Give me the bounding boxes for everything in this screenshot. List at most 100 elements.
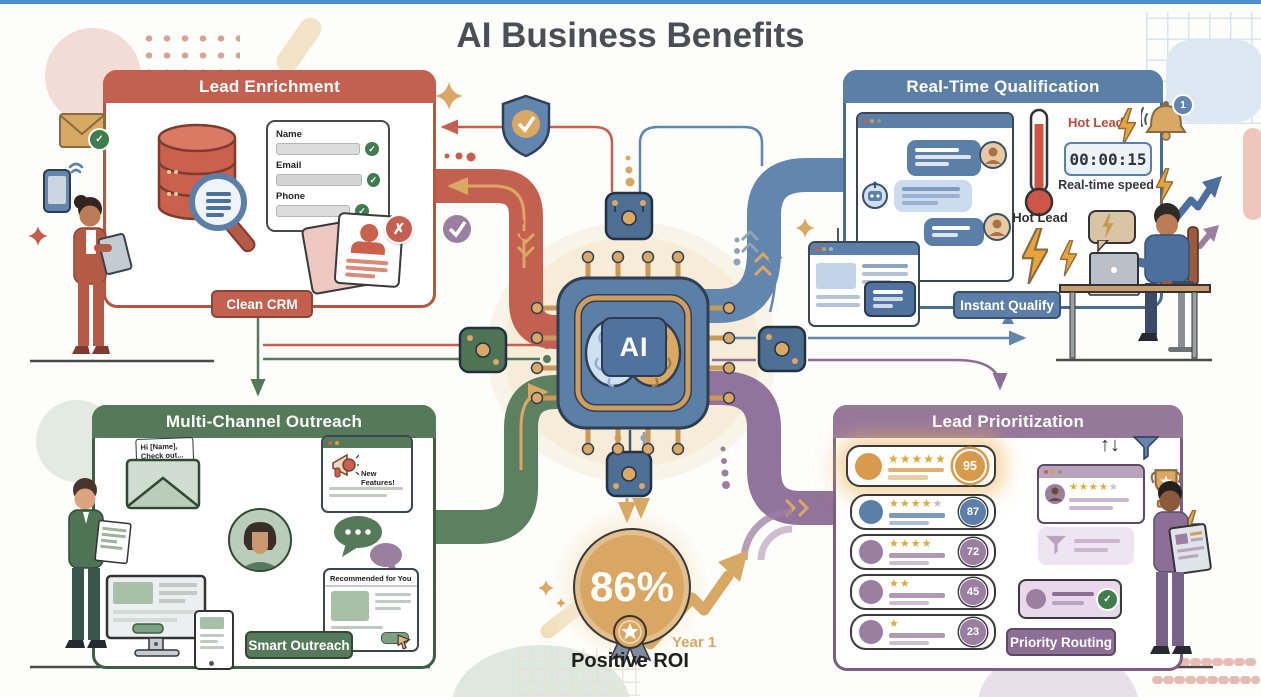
form-field-email-label: Email: [276, 160, 302, 171]
shield-icon: [501, 94, 551, 158]
form-field-name-input: [276, 143, 360, 155]
lead-row: ★★★★★95: [846, 445, 996, 487]
medal-icon: [608, 615, 652, 666]
profile-avatar-icon: [1045, 484, 1065, 504]
lead-form-card: Name ✓ Email ✓ Phone ✓: [266, 120, 390, 232]
filter-icon: [1133, 436, 1159, 460]
profile-star-rating: ★★★★★: [1069, 482, 1119, 493]
chat-window-titlebar: [858, 114, 1012, 128]
filter-row-faded: [1038, 527, 1134, 565]
person-red-illustration: [72, 195, 133, 354]
check-icon: ✓: [365, 142, 379, 156]
lead-avatar: [859, 580, 883, 604]
chat-bubble-agent: [907, 140, 981, 176]
recommend-browser-window: Recommended for You: [323, 568, 419, 652]
purple-check-icon: [443, 215, 471, 243]
deco-salmon-bar: [1243, 128, 1261, 220]
megaphone-icon: [332, 453, 359, 478]
chat-avatar-icon: [983, 213, 1011, 241]
lead-score: 23: [959, 618, 987, 646]
hot-lead-label: Hot Lead: [1068, 115, 1124, 130]
panel-real-time-title: Real-Time Qualification: [906, 76, 1100, 96]
chat-bubble-bot: [894, 180, 972, 212]
circuit-node-bottom: [605, 450, 653, 498]
qualify-browser-window: [808, 241, 920, 327]
lead-star-rating: ★★★★★: [889, 498, 944, 510]
chat-bubbles-icon: [334, 516, 402, 573]
lead-star-rating: ★★: [889, 578, 911, 590]
cross-icon: ✗: [384, 214, 414, 244]
roi-caption: Positive ROI: [571, 650, 689, 672]
chat-bubble-icon: [864, 281, 916, 317]
person-desk-illustration: [1059, 203, 1211, 359]
notification-badge: 1: [1172, 94, 1194, 116]
qualify-browser-titlebar: [810, 243, 918, 255]
smartphone-icon: [43, 162, 84, 213]
panel-outreach-title: Multi-Channel Outreach: [165, 411, 363, 431]
roi-year-label: Year 1: [672, 634, 717, 651]
timer-caption: Real-time speed: [1058, 178, 1154, 192]
lead-score: 45: [959, 578, 987, 606]
lead-avatar: [855, 452, 882, 480]
panel-outreach-header: Multi-Channel Outreach: [92, 405, 436, 438]
cursor-icon: [397, 634, 412, 650]
ai-chip-label: AI: [601, 317, 667, 377]
lead-row: ★★★★★87: [850, 494, 996, 530]
lead-row: ★ 23: [850, 614, 996, 650]
profile-card-titlebar: [1039, 466, 1143, 478]
lead-star-rating: ★★★★★: [888, 451, 947, 466]
monitor-icon: [105, 574, 207, 657]
lead-details: ★★: [889, 579, 953, 605]
instant-qualify-badge: Instant Qualify: [953, 291, 1061, 319]
person-purple-illustration: [1150, 481, 1212, 654]
robot-icon: [862, 181, 888, 209]
lightning-icon: [1102, 214, 1114, 238]
form-field-name-label: Name: [276, 129, 302, 140]
page-title: AI Business Benefits: [456, 16, 805, 55]
panel-lead-enrichment-header: Lead Enrichment: [103, 70, 436, 103]
lead-star-rating: ★★★★: [889, 538, 933, 550]
popup-label: New Features!: [361, 469, 395, 487]
check-icon: ✓: [366, 173, 380, 187]
priority-routing-badge: Priority Routing: [1006, 628, 1116, 656]
lead-row: ★★ 45: [850, 574, 996, 610]
routed-lead-row: ✓: [1018, 579, 1122, 619]
chat-bubble-agent-2: [924, 218, 984, 246]
panel-prioritization-header: Lead Prioritization: [833, 405, 1183, 438]
magnifier-icon: [189, 173, 256, 253]
chat-avatar-icon: [979, 141, 1007, 169]
timer-display: 00:00:15: [1064, 142, 1152, 176]
popup-browser-titlebar: [323, 437, 411, 448]
envelope-green-icon: [125, 458, 201, 510]
sort-icon: ↑↓: [1100, 434, 1120, 456]
lightning-icon: [1022, 228, 1048, 284]
lead-details: ★★★★★: [889, 499, 953, 525]
lead-star-rating: ★: [889, 618, 900, 630]
database-icon: [157, 123, 237, 221]
circuit-node-top: [604, 191, 654, 241]
lead-details: ★★★★: [889, 539, 953, 565]
lead-avatar: [859, 540, 883, 564]
chat-window: [856, 112, 1014, 282]
hot-lead-caption: Hot Lead: [1012, 210, 1068, 225]
roi-value: 86%: [589, 563, 675, 610]
panel-prioritization-title: Lead Prioritization: [931, 411, 1085, 431]
speech-bubble-lightning: [1088, 210, 1136, 244]
deco-top-bar: [0, 0, 1261, 4]
bell-icon: [1141, 101, 1187, 141]
check-icon: ✓: [1096, 588, 1119, 611]
check-icon: ✓: [88, 128, 111, 151]
lightning-icon: [1060, 240, 1077, 276]
form-field-phone-label: Phone: [276, 191, 306, 202]
lightning-icon: [1118, 108, 1136, 146]
speech-bubble-tail: [1097, 240, 1110, 252]
thermometer-icon: [1024, 108, 1054, 216]
lead-avatar: [859, 500, 883, 524]
lightning-icon: [1156, 168, 1173, 204]
panel-lead-enrichment-title: Lead Enrichment: [199, 76, 340, 96]
tablet-icon: [194, 610, 234, 670]
popup-browser-window: New Features!: [321, 435, 413, 513]
roi-circle: 86%: [573, 528, 691, 646]
outreach-avatar: [228, 508, 292, 572]
